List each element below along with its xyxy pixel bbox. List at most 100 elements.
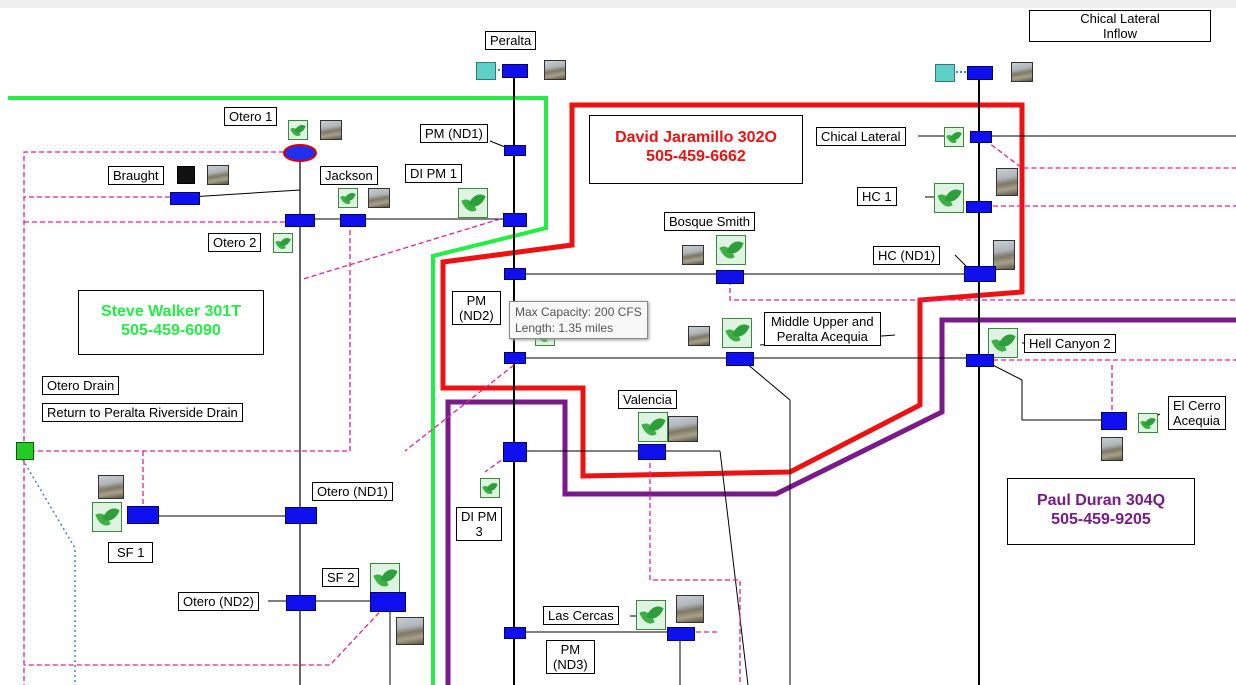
steve-walker-name: Steve Walker 301T <box>79 302 263 321</box>
otero-nd2-node[interactable] <box>286 595 316 611</box>
sf1-photo-icon[interactable] <box>98 475 124 499</box>
di-pm-1-node[interactable] <box>503 213 527 227</box>
el-cerro-photo-icon[interactable] <box>1101 437 1123 461</box>
pm-lower-node[interactable] <box>504 352 526 364</box>
pm-nd1-node[interactable] <box>504 145 526 156</box>
pm-nd2-label[interactable]: PM (ND2) <box>452 291 501 325</box>
las-cercas-label[interactable]: Las Cercas <box>543 606 619 625</box>
pm-nd2-line1: PM <box>459 293 494 308</box>
el-cerro-node[interactable] <box>1101 412 1127 430</box>
el-cerro-line1: El Cerro <box>1173 398 1221 413</box>
otero-nd1-node[interactable] <box>285 507 317 524</box>
otero1-node[interactable] <box>283 144 317 162</box>
pm-nd3-upper-node[interactable] <box>503 442 527 462</box>
bosque-smith-node[interactable] <box>716 270 744 284</box>
jackson-label[interactable]: Jackson <box>320 166 378 185</box>
pm-nd2-line2: (ND2) <box>459 308 494 323</box>
jackson-photo-icon[interactable] <box>368 188 390 208</box>
las-cercas-node[interactable] <box>667 627 695 641</box>
di-pm-1-label[interactable]: DI PM 1 <box>405 164 462 183</box>
braught-gate-icon[interactable] <box>177 166 195 184</box>
di-pm-1-leaf-icon[interactable] <box>458 188 488 218</box>
di-pm-3-label[interactable]: DI PM 3 <box>456 507 502 541</box>
peralta-node[interactable] <box>502 64 528 78</box>
otero1-label[interactable]: Otero 1 <box>224 107 277 126</box>
middle-upper-line1: Middle Upper and <box>771 314 874 329</box>
braught-photo-icon[interactable] <box>207 165 229 185</box>
otero-nd2-label[interactable]: Otero (ND2) <box>178 592 259 611</box>
jackson-leaf-icon[interactable] <box>338 188 358 208</box>
otero2-label[interactable]: Otero 2 <box>208 233 261 252</box>
valencia-photo-icon[interactable] <box>668 416 698 442</box>
middle-upper-photo-icon[interactable] <box>688 326 710 346</box>
middle-upper-label[interactable]: Middle Upper and Peralta Acequia <box>764 312 881 346</box>
chical-lateral-label[interactable]: Chical Lateral <box>816 127 906 146</box>
otero-drain-label[interactable]: Otero Drain <box>42 376 119 395</box>
paul-duran-zone-box[interactable]: Paul Duran 304Q 505-459-9205 <box>1007 478 1195 545</box>
peralta-label[interactable]: Peralta <box>485 31 536 50</box>
pm-nd2-node[interactable] <box>504 268 526 280</box>
las-cercas-leaf-icon[interactable] <box>636 600 666 630</box>
el-cerro-label[interactable]: El Cerro Acequia <box>1168 396 1226 430</box>
sf1-label[interactable]: SF 1 <box>108 542 153 563</box>
braught-node[interactable] <box>170 192 200 205</box>
hell-canyon-2-node[interactable] <box>966 354 994 367</box>
chical-inflow-line2: Inflow <box>1030 26 1210 41</box>
el-cerro-leaf-icon[interactable] <box>1138 413 1158 433</box>
bosque-smith-photo-icon[interactable] <box>682 245 704 265</box>
valencia-label[interactable]: Valencia <box>618 390 677 409</box>
steve-walker-phone: 505-459-6090 <box>79 321 263 340</box>
pm-nd3-line2: (ND3) <box>553 657 588 672</box>
sf2-node[interactable] <box>370 592 406 612</box>
otero-junction-node[interactable] <box>285 214 315 227</box>
return-drain-label[interactable]: Return to Peralta Riverside Drain <box>42 403 243 422</box>
bosque-smith-leaf-icon[interactable] <box>716 235 746 265</box>
middle-upper-node[interactable] <box>726 352 754 366</box>
tooltip-capacity: Max Capacity: 200 CFS <box>515 304 642 320</box>
david-jaramillo-zone-box[interactable]: David Jaramillo 302O 505-459-6662 <box>589 115 803 184</box>
pm-nd3-label[interactable]: PM (ND3) <box>546 640 595 674</box>
return-terminal-icon[interactable] <box>16 442 34 460</box>
chical-lateral-node[interactable] <box>970 131 992 143</box>
sf2-leaf-icon[interactable] <box>370 563 400 593</box>
otero2-leaf-icon[interactable] <box>273 233 293 253</box>
valencia-leaf-icon[interactable] <box>638 412 668 442</box>
las-cercas-photo-icon[interactable] <box>676 595 704 623</box>
sf2-label[interactable]: SF 2 <box>322 568 359 587</box>
chical-lateral-leaf-icon[interactable] <box>944 127 964 147</box>
chical-inflow-icon[interactable] <box>935 64 955 82</box>
hc1-leaf-icon[interactable] <box>934 183 964 213</box>
otero1-leaf-icon[interactable] <box>288 120 308 140</box>
braught-label[interactable]: Braught <box>108 166 164 185</box>
jackson-node[interactable] <box>340 214 366 227</box>
pm-nd1-label[interactable]: PM (ND1) <box>420 124 488 143</box>
sf1-node[interactable] <box>127 506 159 524</box>
david-jaramillo-name: David Jaramillo 302O <box>590 128 802 147</box>
pm-nd3-node[interactable] <box>504 627 526 639</box>
otero1-photo-icon[interactable] <box>320 120 342 140</box>
chical-inflow-label[interactable]: Chical Lateral Inflow <box>1029 10 1211 42</box>
peralta-photo-icon[interactable] <box>544 60 566 80</box>
chical-inflow-node[interactable] <box>967 66 993 80</box>
di-pm-3-leaf-icon[interactable] <box>480 478 500 498</box>
hc-nd1-label[interactable]: HC (ND1) <box>873 246 940 265</box>
hc-nd1-photo-icon[interactable] <box>993 240 1015 270</box>
peralta-inflow-icon[interactable] <box>476 62 496 80</box>
david-jaramillo-phone: 505-459-6662 <box>590 147 802 166</box>
sf1-leaf-icon[interactable] <box>92 502 122 532</box>
valencia-node[interactable] <box>638 444 666 460</box>
hc1-label[interactable]: HC 1 <box>857 187 897 206</box>
hc-nd1-node[interactable] <box>964 266 996 282</box>
bosque-smith-label[interactable]: Bosque Smith <box>664 212 755 231</box>
otero-nd1-label[interactable]: Otero (ND1) <box>312 482 393 501</box>
hc1-node[interactable] <box>966 201 992 213</box>
middle-upper-line2: Peralta Acequia <box>771 329 874 344</box>
hell-canyon-2-label[interactable]: Hell Canyon 2 <box>1024 334 1116 353</box>
middle-upper-leaf-icon[interactable] <box>722 318 752 348</box>
steve-walker-zone-box[interactable]: Steve Walker 301T 505-459-6090 <box>78 290 264 355</box>
hc1-photo-icon[interactable] <box>996 168 1018 196</box>
chical-photo-icon[interactable] <box>1011 62 1033 82</box>
sf2-photo-icon[interactable] <box>396 617 424 645</box>
capacity-tooltip: Max Capacity: 200 CFS Length: 1.35 miles <box>509 301 648 339</box>
